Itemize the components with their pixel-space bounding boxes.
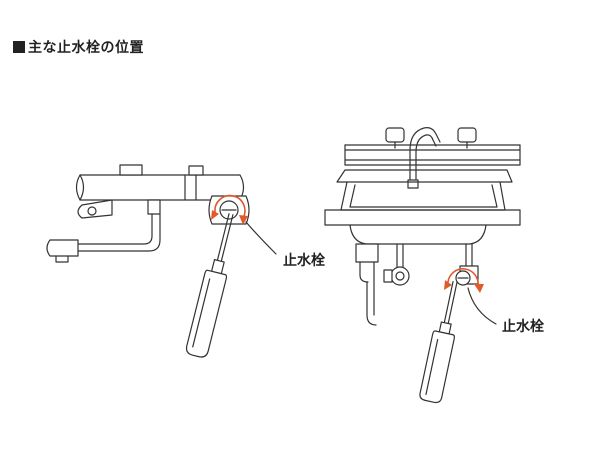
kitchen-sink [324,127,521,326]
screwdriver-right [419,280,458,404]
screwdriver-left [185,213,234,358]
stop-valve-right [444,265,484,293]
page-title-text: 主な止水栓の位置 [28,40,144,56]
stop-valve-label-left: 止水栓 [283,253,325,269]
page-title: 主な止水栓の位置 [13,37,144,57]
leader-line-left [245,221,277,255]
wall-faucet [46,164,245,263]
leader-line-right [467,287,497,325]
square-bullet-icon [13,41,25,53]
stop-valve-left [208,194,250,225]
stop-valve-label-right: 止水栓 [502,319,544,335]
